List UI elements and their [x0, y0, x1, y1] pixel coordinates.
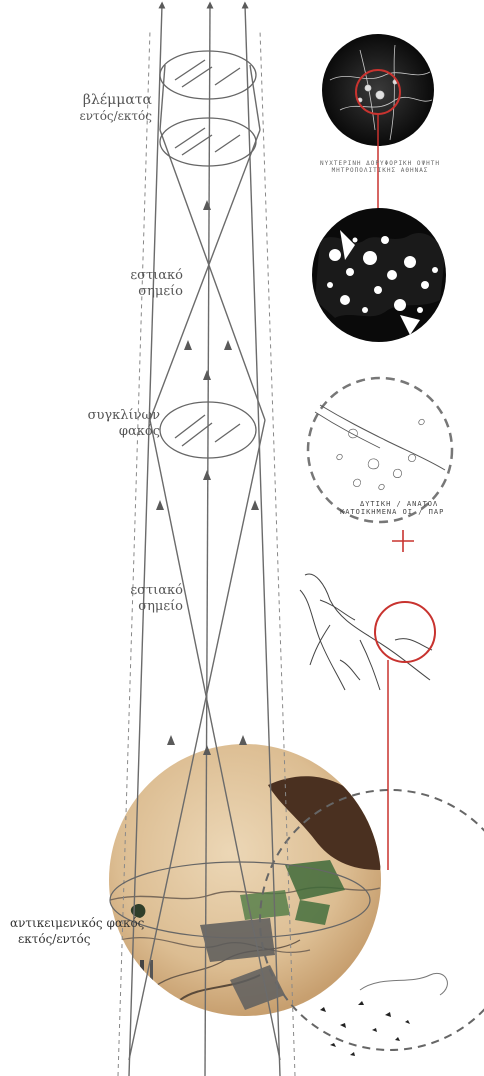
label-objective-line2: εκτός/εντός	[10, 931, 170, 947]
urban-patch	[200, 918, 275, 962]
label-focal-bottom-line1: εστιακό	[105, 583, 183, 599]
night-map-detail	[312, 208, 446, 342]
caption-outline-map-line2: ΚΑΤΟΙΚΗΜΕΝΑ ΟΙ / ΠΑΡ	[340, 508, 484, 516]
label-objective-line1: αντικειμενικός φακός	[10, 915, 170, 931]
caption-night-map-line2: ΜΗΤΡΟΠΟΛΙΤΙΚΗΣ ΑΘΗΝΑΣ	[315, 167, 445, 174]
caption-outline-map: ΔΥΤΙΚΗ / ΑΝΑΤΟΛ ΚΑΤΟΙΚΗΜΕΝΑ ΟΙ / ΠΑΡ	[340, 500, 484, 516]
terrain-map-circle	[109, 744, 381, 1016]
label-converging-line1: συγκλίνων	[70, 408, 160, 424]
label-focal-bottom-line2: σημείο	[105, 599, 183, 615]
label-focal-top: εστιακό σημείο	[105, 268, 183, 300]
label-outer-view-line1: βλέμματα	[62, 92, 152, 108]
caption-night-map-line1: ΝΥΧΤΕΡΙΝΗ ΔΟΡΥΦΟΡΙΚΗ ΟΨΗΤΗ	[315, 160, 445, 167]
label-converging-lens: συγκλίνων φακός	[70, 408, 160, 440]
lens-second	[160, 118, 256, 166]
lens-top	[160, 51, 256, 99]
label-focal-top-line2: σημείο	[105, 284, 183, 300]
label-focal-bottom: εστιακό σημείο	[105, 583, 183, 615]
label-outer-view: βλέμματα εντός/εκτός	[62, 92, 152, 124]
label-focal-top-line1: εστιακό	[105, 268, 183, 284]
caption-outline-map-line1: ΔΥΤΙΚΗ / ΑΝΑΤΟΛ	[340, 500, 484, 508]
plus-icon	[392, 530, 414, 552]
legend-swatches	[140, 960, 144, 990]
label-converging-line2: φακός	[70, 424, 160, 440]
caption-night-map: ΝΥΧΤΕΡΙΝΗ ΔΟΡΥΦΟΡΙΚΗ ΟΨΗΤΗ ΜΗΤΡΟΠΟΛΙΤΙΚΗ…	[315, 160, 445, 174]
label-objective-lens: αντικειμενικός φακός εκτός/εντός	[10, 915, 170, 947]
river-sketch	[300, 574, 432, 690]
label-outer-view-line2: εντός/εκτός	[62, 108, 152, 124]
focus-ring-river	[375, 602, 435, 662]
